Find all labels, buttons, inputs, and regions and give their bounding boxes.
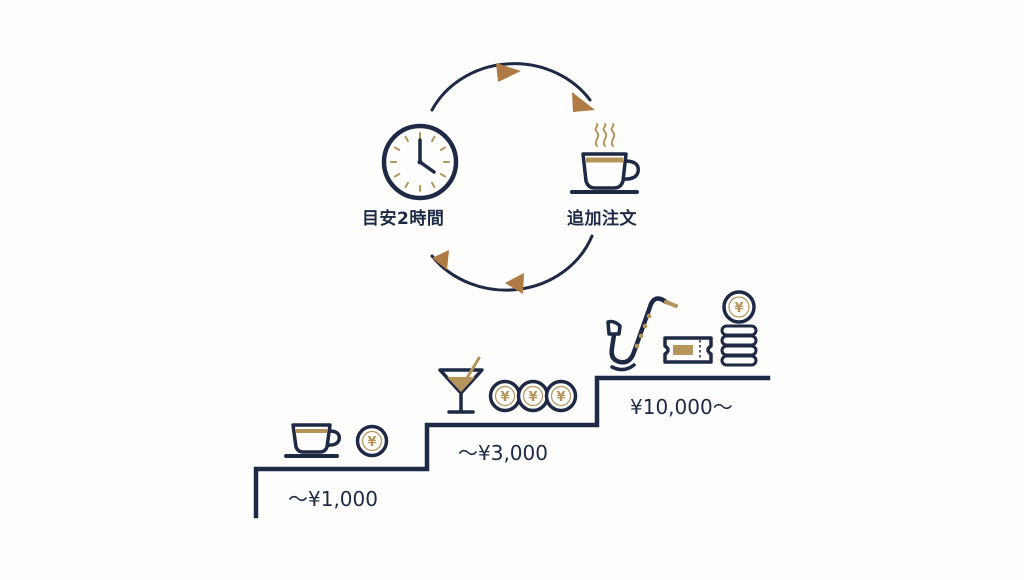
cycle-group — [381, 62, 640, 294]
cycle-arrow-3 — [505, 273, 524, 294]
cocktail-glass-icon — [438, 356, 484, 414]
cycle-arrow-4 — [432, 250, 449, 270]
yen-symbol: ¥ — [734, 301, 743, 316]
clock-icon — [381, 123, 459, 201]
yen-coin-icon: ¥ — [544, 379, 578, 413]
yen-coin-icon: ¥ — [516, 379, 550, 413]
yen-coin-stack-icon: ¥ — [720, 290, 758, 367]
yen-symbol: ¥ — [500, 390, 509, 405]
yen-coin-icon: ¥ — [488, 379, 522, 413]
cycle-arc-top — [430, 62, 592, 112]
step-3-icons: ¥ — [606, 290, 758, 372]
steaming-coffee-cup-icon — [570, 123, 640, 194]
staircase-outline — [253, 375, 771, 519]
yen-symbol: ¥ — [367, 435, 376, 450]
step-1-icons: ¥ — [284, 423, 389, 458]
yen-coin-icon: ¥ — [355, 424, 389, 458]
cycle-arrow-2 — [572, 92, 595, 112]
step-2-price: 〜¥3,000 — [458, 441, 548, 465]
yen-symbol: ¥ — [528, 390, 537, 405]
step-1-price: 〜¥1,000 — [288, 487, 378, 511]
saxophone-icon — [606, 296, 678, 372]
yen-symbol: ¥ — [556, 390, 565, 405]
ticket-icon — [663, 336, 713, 364]
coffee-cup-icon — [284, 423, 342, 458]
cycle-arrow-1 — [496, 63, 521, 82]
step-3-price: ¥10,000〜 — [630, 395, 733, 419]
staircase-group — [253, 375, 771, 519]
cycle-right-label: 追加注文 — [567, 209, 637, 229]
cycle-left-label: 目安2時間 — [362, 209, 445, 229]
step-2-icons: ¥ ¥ ¥ — [438, 356, 578, 414]
